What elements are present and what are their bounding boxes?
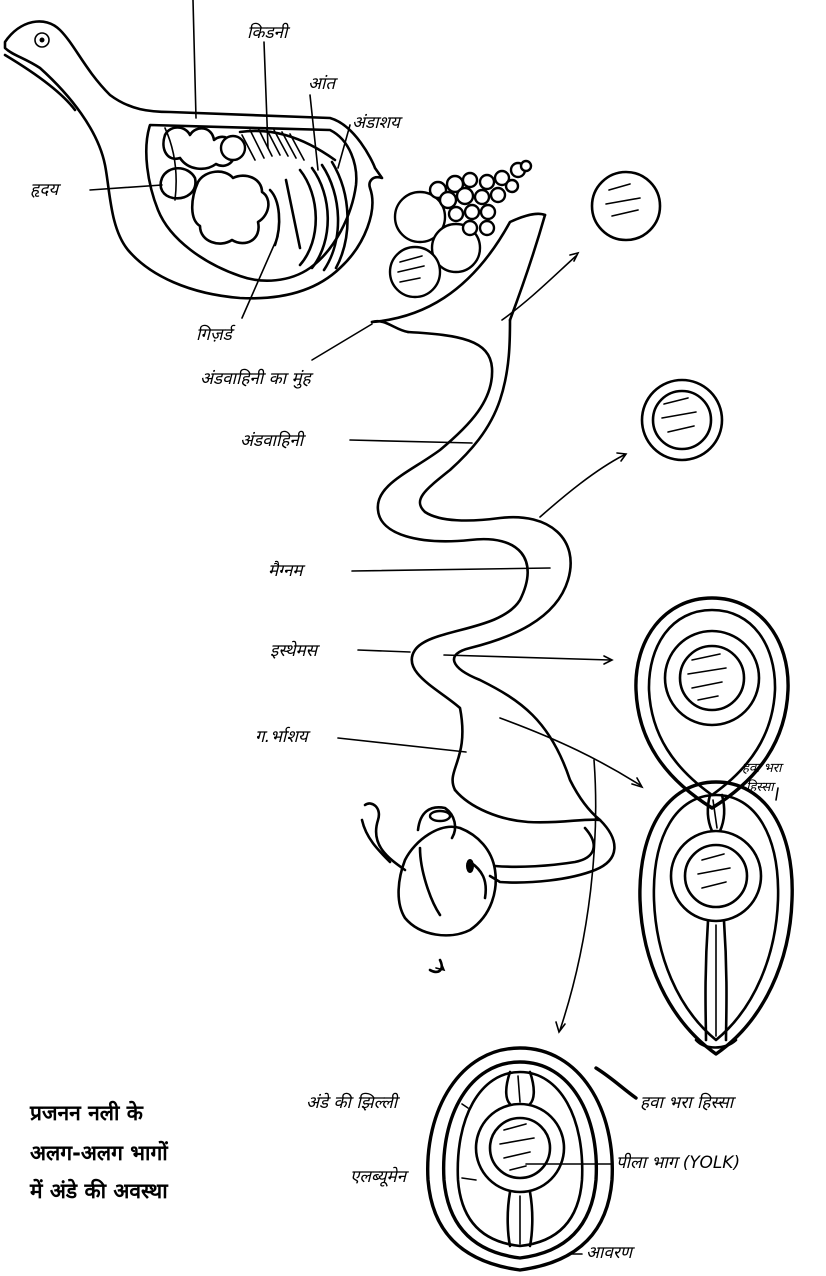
label-oviduct: अंडवाहिनी [240, 430, 307, 451]
label-yolk: पीला भाग (YOLK) [616, 1152, 740, 1173]
caption-line-1: प्रजनन नली के [29, 1100, 144, 1125]
label-kidney: किडनी [247, 22, 291, 43]
caption-line-3: में अंडे की अवस्था [29, 1178, 169, 1203]
label-shell: आवरण [586, 1243, 636, 1263]
oviduct-tube [312, 214, 614, 972]
label-air-space-small-2: हिस्सा [746, 779, 776, 795]
label-air-space-small-1: हवा भरा [742, 761, 784, 776]
egg-stage-2-albumen [642, 380, 722, 460]
label-air-space: हवा भरा हिस्सा [640, 1092, 737, 1113]
egg-stage-4-shell [640, 782, 792, 1054]
label-isthmus: इस्थेमस [270, 640, 321, 661]
label-oviduct-mouth: अंडवाहिनी का मुंह [200, 368, 314, 389]
heart-organ [161, 168, 196, 198]
label-egg-membrane: अंडे की झिल्ली [306, 1092, 401, 1113]
label-uterus: ग.र्भाशय [255, 726, 311, 747]
egg-final-complete [428, 1048, 636, 1270]
ovary-cluster [390, 161, 531, 297]
egg-stage-3-membrane [636, 598, 788, 808]
caption-block: प्रजनन नली के अलग-अलग भागों में अंडे की … [29, 1100, 169, 1203]
hen-illustration [5, 0, 382, 318]
caption-line-2: अलग-अलग भागों [30, 1140, 169, 1165]
cloaca-vent [362, 803, 496, 971]
stage-arrows [444, 253, 642, 1032]
label-gizzard: गिज़र्ड [196, 324, 236, 345]
label-magnum: मैग्नम [268, 560, 306, 581]
egg-stage-1-yolk [592, 172, 660, 240]
label-ovary: अंडाशय [352, 113, 403, 133]
label-heart: हृदय [30, 180, 61, 200]
label-albumen: एलब्यूमेन [350, 1166, 410, 1187]
label-intestine: आंत [308, 74, 338, 94]
